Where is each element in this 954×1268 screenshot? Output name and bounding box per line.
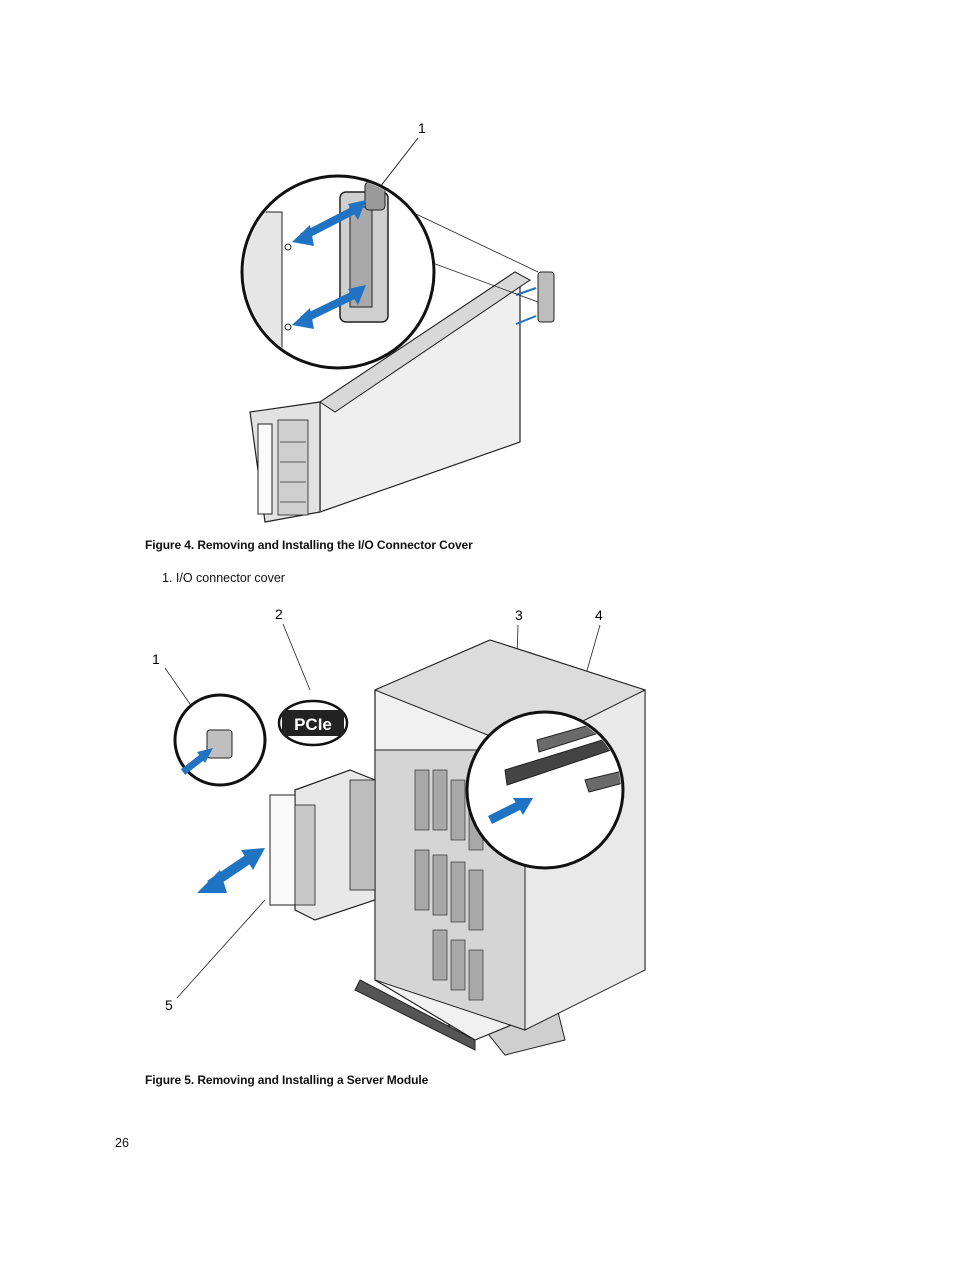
figure-5-illustration: 1 2 3 4 5 PCIe [152, 606, 647, 1056]
figure-5-callout-1: 1 [152, 651, 160, 667]
figure-5-callout-2: 2 [275, 606, 283, 622]
figure-5-pcie-badge: PCIe [294, 715, 332, 734]
figure-5-callout-5: 5 [165, 997, 173, 1013]
figure-4-callout-1: 1 [418, 120, 426, 136]
figure-4-legend-item-1: 1. I/O connector cover [162, 571, 285, 585]
figure-4-illustration: 1 [240, 120, 555, 523]
figure-4-caption: Figure 4. Removing and Installing the I/… [145, 538, 473, 552]
figure-5-caption: Figure 5. Removing and Installing a Serv… [145, 1073, 429, 1087]
page-number: 26 [115, 1136, 129, 1150]
figure-5-callout-3: 3 [515, 607, 523, 623]
figure-5-callout-4: 4 [595, 607, 603, 623]
